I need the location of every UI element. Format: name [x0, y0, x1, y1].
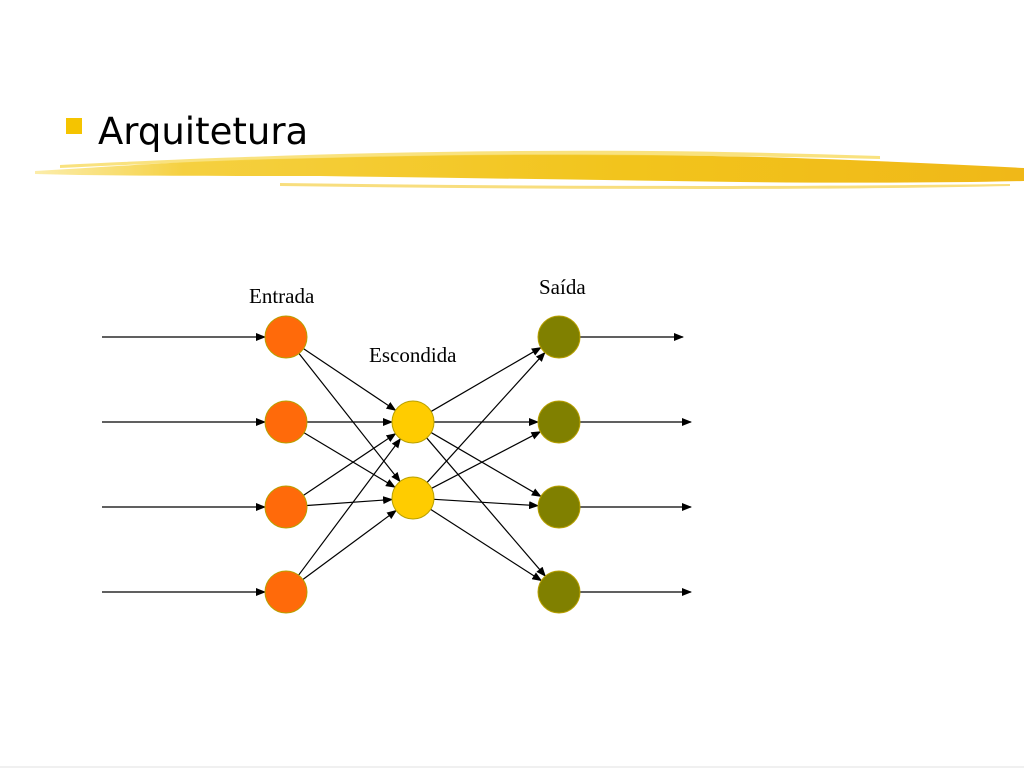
hidden-output-connection: [433, 498, 540, 510]
input-hidden-connection: [298, 353, 401, 483]
input-node: [264, 570, 308, 614]
brush-stroke-underline: [35, 150, 1024, 189]
input-hidden-connection: [302, 509, 397, 580]
input-hidden-connection: [303, 433, 397, 496]
output-node: [537, 485, 581, 529]
slide-bottom-rule: [0, 766, 1024, 768]
hidden-output-connection: [426, 351, 546, 483]
input-hidden-connection: [298, 438, 402, 576]
input-hidden-connection: [303, 432, 396, 488]
hidden-output-connection: [426, 437, 546, 577]
brush-stroke-streak: [280, 183, 1010, 189]
output-node: [537, 400, 581, 444]
input-node: [264, 400, 308, 444]
slide-title: Arquitetura: [98, 110, 309, 153]
brush-stroke-main: [35, 154, 1024, 183]
output-node: [537, 570, 581, 614]
hidden-node: [391, 476, 435, 520]
input-node: [264, 315, 308, 359]
network-nodes: [264, 315, 581, 614]
hidden-output-connection: [430, 432, 542, 497]
input-node: [264, 485, 308, 529]
hidden-output-connection: [430, 347, 542, 412]
title-bullet-icon: [66, 118, 82, 134]
hidden-node: [391, 400, 435, 444]
hidden-output-connection: [431, 431, 542, 489]
hidden-output-connection: [430, 508, 543, 582]
input-hidden-connection: [306, 496, 394, 507]
input-hidden-connection: [303, 348, 397, 411]
input-layer-label: Entrada: [249, 284, 315, 308]
brush-stroke-streak: [60, 150, 880, 168]
output-node: [537, 315, 581, 359]
network-connections: [102, 333, 692, 596]
output-layer-label: Saída: [539, 275, 586, 299]
hidden-layer-label: Escondida: [369, 343, 457, 367]
